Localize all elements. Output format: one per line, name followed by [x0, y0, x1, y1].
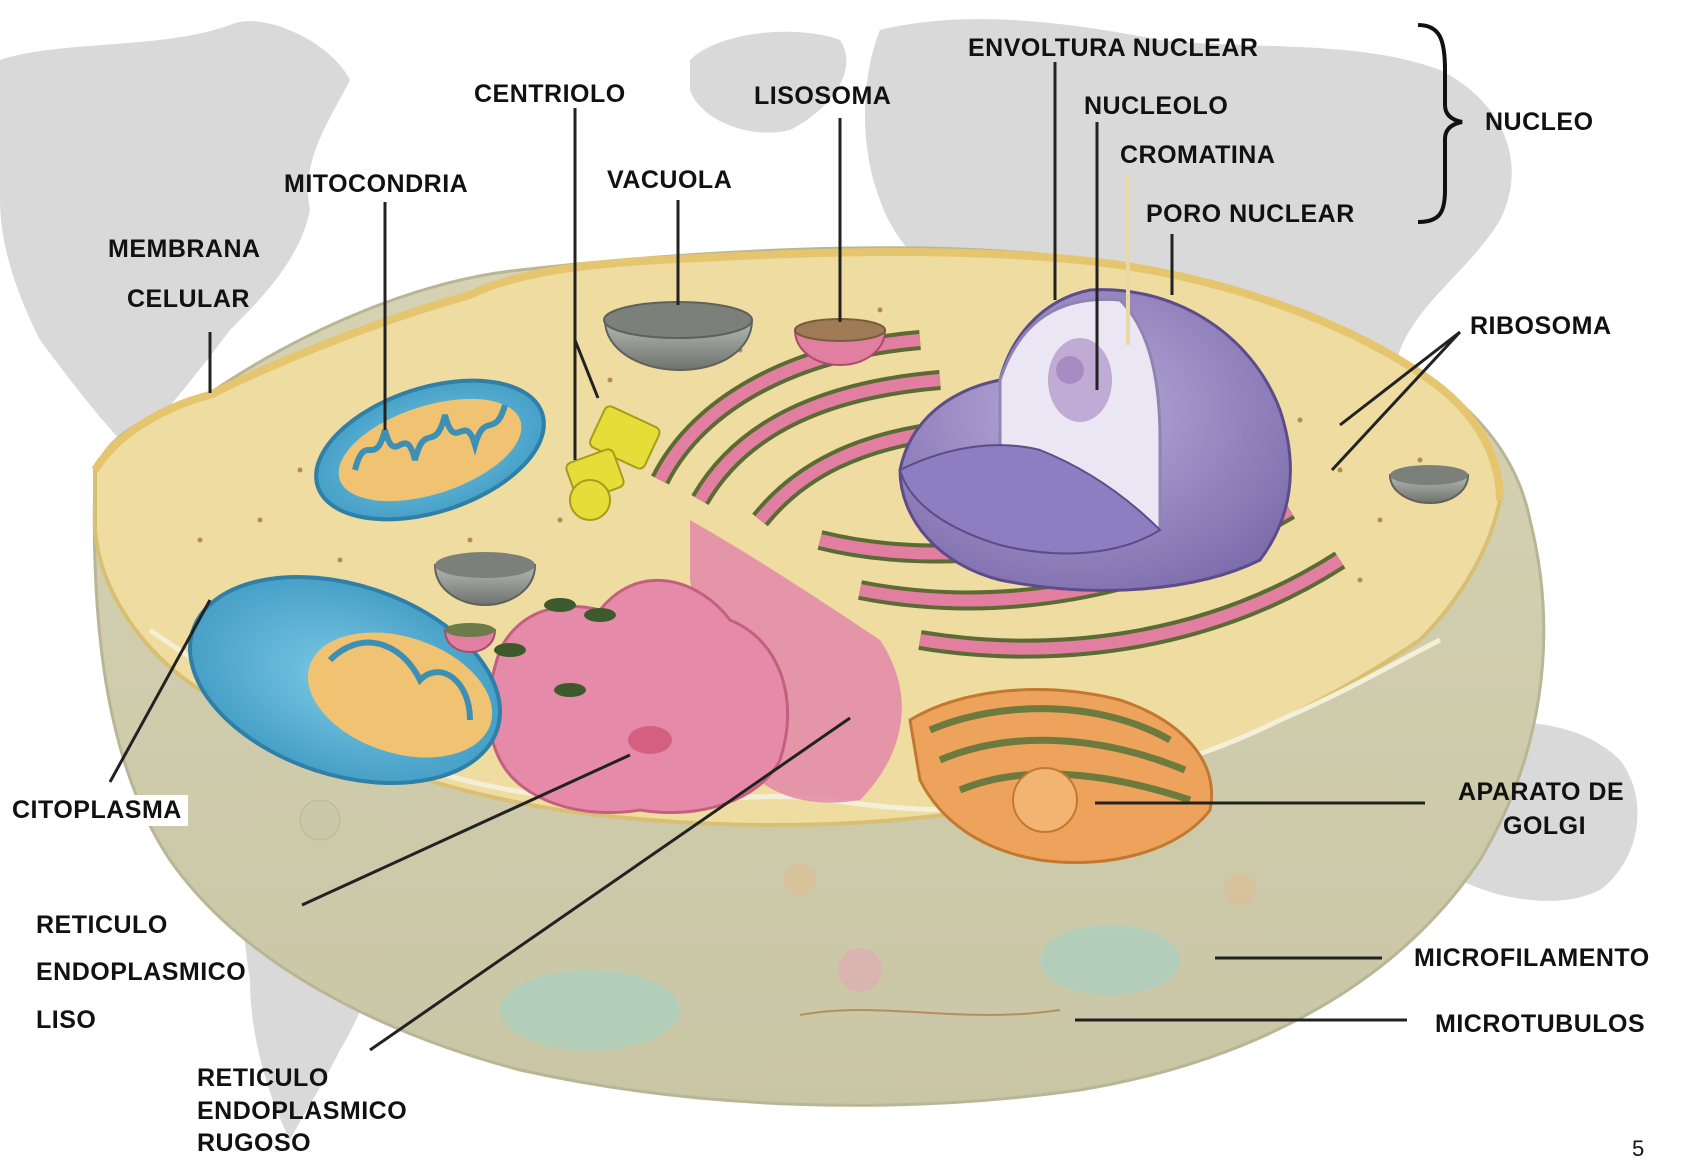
label-membrana-celular-2: CELULAR	[127, 287, 250, 312]
label-vacuola: VACUOLA	[607, 168, 732, 193]
label-envoltura-nuclear: ENVOLTURA NUCLEAR	[968, 36, 1258, 61]
nucleolus	[1048, 338, 1112, 422]
ser-opening	[628, 726, 672, 754]
label-cromatina: CROMATINA	[1120, 143, 1275, 168]
label-microtubulos: MICROTUBULOS	[1435, 1012, 1645, 1037]
ser-tube-1	[494, 643, 526, 657]
ser-tube-3	[584, 608, 616, 622]
ser-tube-2	[544, 598, 576, 612]
label-rer-1: RETICULO	[197, 1066, 329, 1091]
label-membrana-celular-1: MEMBRANA	[108, 237, 261, 262]
label-centriolo: CENTRIOLO	[474, 82, 626, 107]
label-citoplasma: CITOPLASMA	[6, 795, 188, 826]
label-mitocondria: MITOCONDRIA	[284, 172, 468, 197]
label-rel-2: ENDOPLASMICO	[36, 960, 246, 985]
label-rer-2: ENDOPLASMICO	[197, 1099, 407, 1124]
label-rel-1: RETICULO	[36, 913, 168, 938]
label-microfilamento: MICROFILAMENTO	[1414, 946, 1650, 971]
label-nucleolo: NUCLEOLO	[1084, 94, 1228, 119]
label-aparato-golgi-2: GOLGI	[1503, 814, 1586, 839]
label-nucleo: NUCLEO	[1485, 110, 1594, 135]
label-ribosoma: RIBOSOMA	[1470, 314, 1612, 339]
label-aparato-golgi-1: APARATO DE	[1458, 780, 1624, 805]
label-rel-3: LISO	[36, 1008, 96, 1033]
page-number: 5	[1632, 1138, 1645, 1160]
label-lisosoma: LISOSOMA	[754, 84, 891, 109]
ser-tube-4	[554, 683, 586, 697]
label-rer-3: RUGOSO	[197, 1131, 311, 1156]
label-poro-nuclear: PORO NUCLEAR	[1146, 202, 1355, 227]
